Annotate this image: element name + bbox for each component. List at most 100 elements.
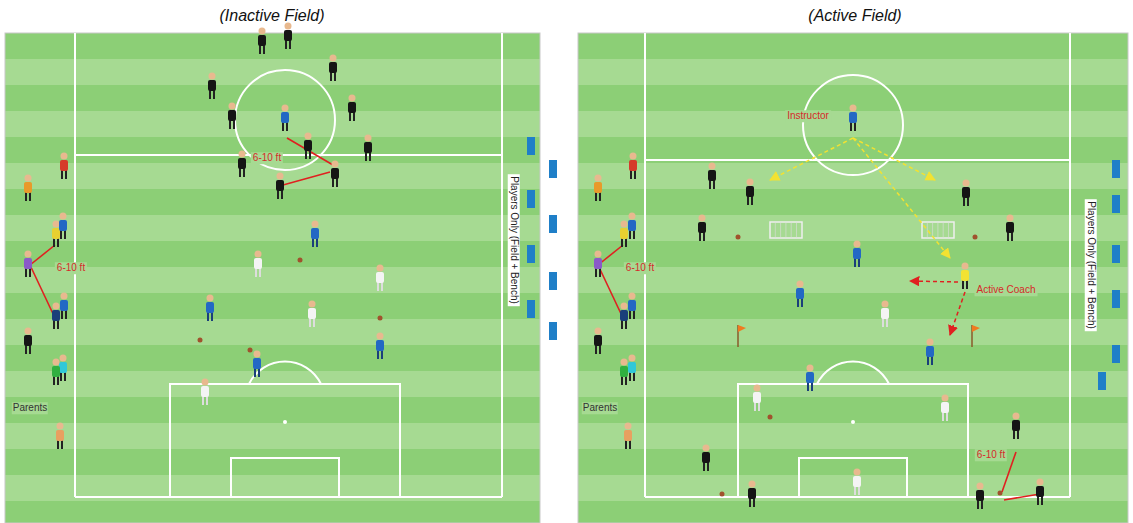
person-figure — [364, 135, 372, 162]
person-figure — [228, 103, 236, 130]
direction-arrow — [770, 138, 853, 180]
distance-line — [1004, 494, 1040, 500]
zone-label: Players Only (Field + Bench) — [508, 174, 520, 306]
person-figure — [59, 355, 67, 382]
person-figure — [748, 481, 756, 508]
direction-arrow — [950, 292, 965, 335]
soccer-field — [5, 33, 540, 523]
person-figure — [281, 105, 289, 132]
distance-line — [30, 245, 55, 265]
panel-title: (Inactive Field) — [220, 7, 325, 25]
bench — [1098, 372, 1106, 390]
person-figure — [976, 483, 984, 510]
direction-arrow — [853, 138, 935, 180]
person-figure — [258, 28, 266, 55]
person-figure — [594, 251, 602, 278]
bench — [1112, 290, 1120, 308]
person-figure — [208, 73, 216, 100]
person-figure — [796, 281, 804, 308]
person-figure — [331, 161, 339, 188]
zone-label: Players Only (Field + Bench) — [1085, 199, 1097, 331]
bench — [1112, 245, 1120, 263]
bench — [527, 190, 535, 208]
person-figure — [1036, 479, 1044, 506]
person-figure — [201, 379, 209, 406]
distance-line — [287, 138, 333, 165]
person-figure — [628, 213, 636, 240]
person-figure — [926, 339, 934, 366]
person-figure — [59, 213, 67, 240]
person-figure — [24, 175, 32, 202]
distance-line — [30, 265, 55, 318]
person-figure — [253, 351, 261, 378]
person-figure — [376, 333, 384, 360]
person-figure — [311, 221, 319, 248]
distance-label: 6-10 ft — [975, 449, 1007, 461]
person-figure — [629, 153, 637, 180]
bench — [527, 300, 535, 318]
person-figure — [1012, 413, 1020, 440]
person-figure — [594, 175, 602, 202]
person-figure — [60, 293, 68, 320]
person-figure — [276, 173, 284, 200]
person-figure — [284, 23, 292, 50]
distance-label: 6-10 ft — [55, 262, 87, 274]
person-figure — [628, 355, 636, 382]
person-figure — [620, 359, 628, 386]
person-figure — [620, 303, 628, 330]
bench — [1112, 195, 1120, 213]
person-figure — [52, 303, 60, 330]
small-goal — [770, 222, 802, 238]
person-figure — [702, 445, 710, 472]
person-figure — [238, 151, 246, 178]
person-figure — [849, 105, 857, 132]
person-figure — [628, 293, 636, 320]
person-figure — [376, 265, 384, 292]
person-figure — [206, 295, 214, 322]
bench — [549, 160, 557, 178]
person-figure — [60, 153, 68, 180]
person-figure — [753, 385, 761, 412]
small-goal — [922, 222, 954, 238]
person-figure — [52, 359, 60, 386]
bench — [549, 272, 557, 290]
person-figure — [941, 395, 949, 422]
person-figure — [698, 215, 706, 242]
person-figure — [24, 328, 32, 355]
person-figure — [853, 241, 861, 268]
person-figure — [24, 251, 32, 278]
person-figure — [806, 365, 814, 392]
role-label: Instructor — [785, 110, 831, 122]
person-figure — [746, 179, 754, 206]
direction-arrow — [910, 281, 958, 282]
person-figure — [52, 221, 60, 248]
bench — [1112, 345, 1120, 363]
person-figure — [329, 55, 337, 82]
person-figure — [961, 263, 969, 290]
distance-label: 6-10 ft — [624, 262, 656, 274]
person-figure — [304, 133, 312, 160]
group-label: Parents — [12, 402, 48, 414]
person-figure — [56, 423, 64, 450]
bench — [1112, 160, 1120, 178]
person-figure — [708, 163, 716, 190]
distance-line — [598, 265, 623, 318]
person-figure — [881, 301, 889, 328]
panel-title: (Active Field) — [808, 7, 901, 25]
direction-arrow — [853, 138, 950, 258]
group-label: Parents — [582, 402, 618, 414]
person-figure — [624, 423, 632, 450]
person-figure — [620, 221, 628, 248]
soccer-field — [578, 33, 1128, 523]
bench — [527, 245, 535, 263]
bench — [527, 137, 535, 155]
person-figure — [308, 301, 316, 328]
bench — [549, 215, 557, 233]
person-figure — [962, 180, 970, 207]
distance-line — [283, 172, 330, 185]
role-label: Active Coach — [975, 284, 1038, 296]
person-figure — [594, 328, 602, 355]
distance-label: 6-10 ft — [251, 152, 283, 164]
